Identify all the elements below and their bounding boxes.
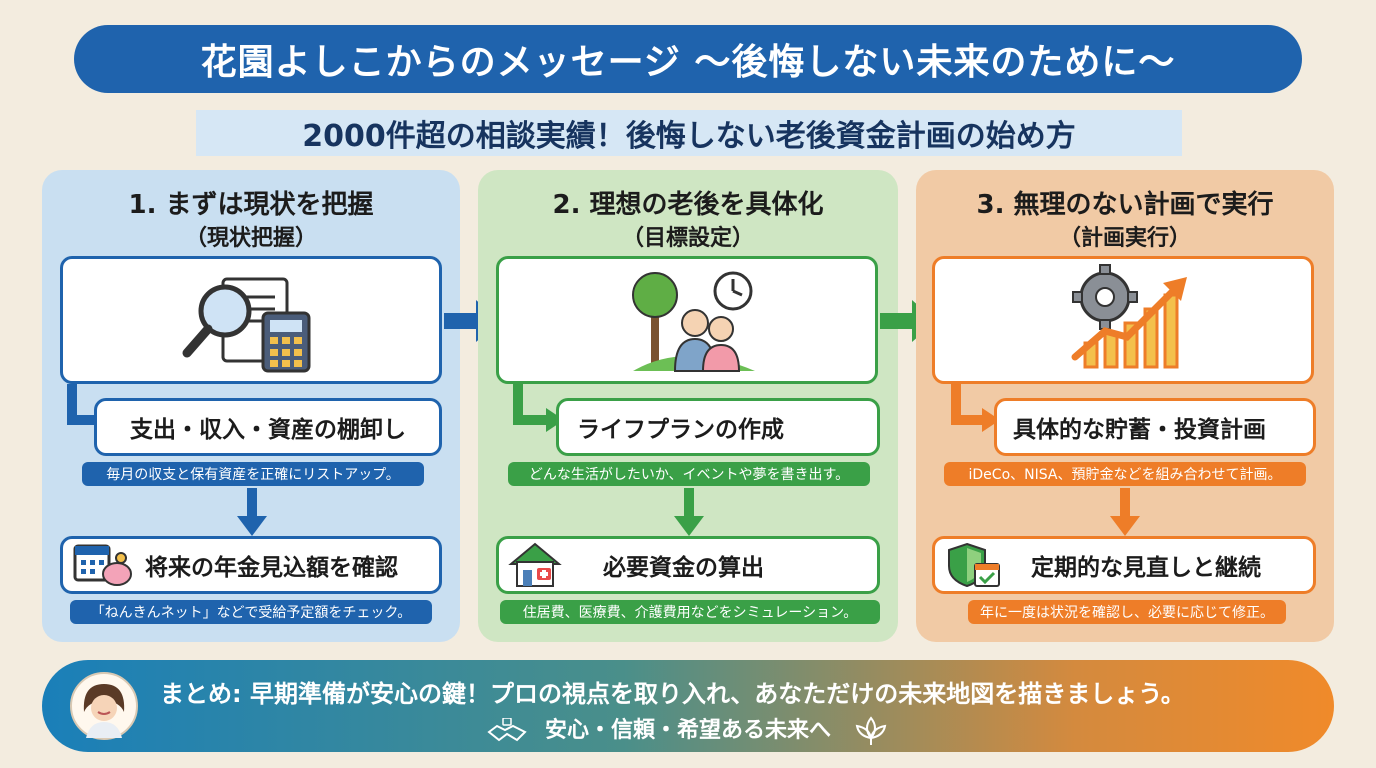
down-arrow [237, 488, 267, 536]
step-label: 支出・収入・資産の棚卸し [130, 417, 406, 443]
column-current-status: 1. まずは現状を把握 （現状把握） 支出・収入・資産の棚卸し 毎月の収支と保有… [42, 170, 460, 642]
tagline-text: 安心・信頼・希望ある未来へ [544, 718, 831, 743]
icon-panel [932, 256, 1314, 384]
column-plan-execution: 3. 無理のない計画で実行 （計画実行） 具体的な貯蓄・投資計画 iDeCo、N… [916, 170, 1334, 642]
step-review-continue: 定期的な見直しと継続 [932, 536, 1316, 594]
column-subheading: （目標設定） [621, 226, 754, 251]
column-subheading: （現状把握） [184, 226, 317, 251]
elderly-couple-tree-clock-icon [632, 271, 755, 372]
advisor-avatar [70, 672, 138, 740]
magnifier-document-calculator-icon [182, 277, 311, 373]
column-heading: 1. まずは現状を把握 [128, 190, 374, 220]
subtitle-banner: 2000件超の相談実績！後悔しない老後資金計画の始め方 [196, 110, 1182, 156]
icon-panel [60, 256, 442, 384]
page-subtitle: 2000件超の相談実績！後悔しない老後資金計画の始め方 [302, 119, 1076, 154]
column-goal-setting: 2. 理想の老後を具体化 （目標設定） ライフプランの作成 どんな生活がしたいか… [478, 170, 898, 642]
step-label: 将来の年金見込額を確認 [145, 555, 398, 581]
step-note: 毎月の収支と保有資産を正確にリストアップ。 [82, 462, 424, 486]
step-note: どんな生活がしたいか、イベントや夢を書き出す。 [508, 462, 870, 486]
column-heading: 2. 理想の老後を具体化 [552, 190, 824, 220]
step-note: iDeCo、NISA、預貯金などを組み合わせて計画。 [944, 462, 1306, 486]
step-inventory: 支出・収入・資産の棚卸し [94, 398, 442, 456]
down-right-arrow [951, 384, 1000, 432]
step-label: 必要資金の算出 [603, 555, 764, 581]
step-life-plan: ライフプランの作成 [556, 398, 880, 456]
icon-panel [496, 256, 878, 384]
step-pension-check: 将来の年金見込額を確認 [60, 536, 442, 594]
calendar-piggybank-icon [73, 544, 132, 586]
step-label: 定期的な見直しと継続 [1031, 555, 1261, 581]
down-right-arrow [513, 384, 564, 432]
gear-growth-chart-icon [1071, 264, 1187, 369]
house-medical-icon [508, 542, 562, 587]
summary-banner: まとめ: 早期準備が安心の鍵！プロの視点を取り入れ、あなただけの未来地図を描きま… [42, 660, 1334, 752]
step-label: ライフプランの作成 [577, 417, 784, 443]
summary-tagline: 安心・信頼・希望ある未来へ [42, 712, 1334, 746]
down-arrow [674, 488, 704, 536]
column-subheading: （計画実行） [1058, 226, 1191, 251]
page-title: 花園よしこからのメッセージ ～後悔しない未来のために～ [200, 42, 1176, 83]
summary-message: まとめ: 早期準備が安心の鍵！プロの視点を取り入れ、あなただけの未来地図を描きま… [160, 680, 1185, 708]
lotus-flower-icon [855, 716, 886, 745]
step-label: 具体的な貯蓄・投資計画 [1013, 417, 1266, 443]
step-note: 住居費、医療費、介護費用などをシミュレーション。 [500, 600, 880, 624]
handshake-icon [487, 717, 528, 742]
step-savings-investment: 具体的な貯蓄・投資計画 [994, 398, 1316, 456]
step-note: 「ねんきんネット」などで受給予定額をチェック。 [70, 600, 432, 624]
step-required-funds: 必要資金の算出 [496, 536, 880, 594]
step-note: 年に一度は状況を確認し、必要に応じて修正。 [968, 600, 1286, 624]
column-heading: 3. 無理のない計画で実行 [976, 190, 1274, 220]
down-arrow [1110, 488, 1140, 536]
title-banner: 花園よしこからのメッセージ ～後悔しない未来のために～ [74, 25, 1302, 93]
shield-calendar-icon [948, 542, 1000, 588]
